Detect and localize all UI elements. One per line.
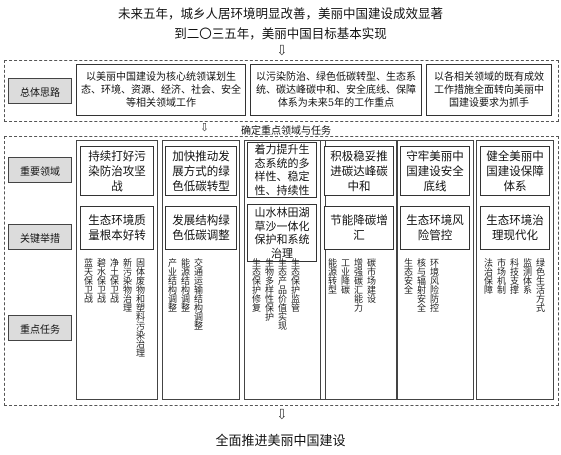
column-2 [162, 140, 240, 400]
task-item: 产业结构调整 [166, 258, 176, 312]
task-item: 绿色生活方式 [534, 258, 544, 312]
measure-box-3: 山水林田湖草沙一体化保护和系统治理 [247, 204, 317, 262]
task-item: 能源结构调整 [179, 258, 189, 312]
main-section [4, 136, 559, 406]
task-item: 科技支撑 [508, 258, 518, 294]
task-item: 蓝天保卫战 [82, 258, 92, 303]
overall-approach-section [4, 60, 559, 122]
measure-box-1: 生态环境质量根本好转 [80, 206, 154, 250]
domain-box-3: 着力提升生态系统的多样性、稳定性、持续性 [247, 142, 317, 198]
header-line-2: 到二〇三五年，美丽中国目标基本实现 [174, 26, 387, 41]
domain-box-4: 积极稳妥推进碳达峰碳中和 [324, 146, 394, 196]
down-arrow-icon: ⇩ [276, 43, 288, 59]
row-label-measures: 关键举措 [8, 224, 72, 250]
task-item: 监测体系 [521, 258, 531, 294]
task-item: 增强碳汇能力 [352, 258, 362, 312]
header-line-1: 未来五年，城乡人居环境明显改善，美丽中国建设成效显著 [117, 6, 443, 21]
approach-box-3: 以各相关领域的既有成效工作措施全面转向美丽中国建设要求为抓手 [426, 64, 552, 116]
column-4 [320, 140, 398, 400]
task-item: 净土保卫战 [108, 258, 118, 303]
task-item: 能源转型 [326, 258, 336, 294]
task-item: 生态保护监管 [289, 258, 299, 312]
row-label-domains: 重要领域 [8, 157, 72, 183]
approach-box-2: 以污染防治、绿色低碳转型、生态系统、碳达峰碳中和、安全底线、保障体系为未来5年的… [250, 64, 422, 116]
column-6 [476, 140, 554, 400]
middle-caption: 确定重点领域与任务 [241, 126, 331, 137]
measure-box-4: 节能降碳增汇 [324, 206, 394, 250]
domain-box-1: 持续打好污染防治攻坚战 [80, 146, 154, 196]
column-5 [396, 140, 474, 400]
bottom-conclusion: 全面推进美丽中国建设 [215, 434, 346, 449]
measure-box-6: 生态环境治理现代化 [480, 206, 550, 250]
task-item: 法治保障 [482, 258, 492, 294]
domain-box-5: 守牢美丽中国建设安全底线 [400, 146, 470, 196]
measure-box-5: 生态环境风险管控 [400, 206, 470, 250]
row-label-overall: 总体思路 [8, 78, 72, 104]
column-1 [76, 140, 158, 400]
task-item: 交通运输结构调整 [192, 258, 202, 330]
task-item: 生态安全 [402, 258, 412, 294]
measure-box-2: 发展结构绿色低碳调整 [165, 206, 237, 250]
column-3 [244, 140, 326, 400]
task-item: 生态保护修复 [250, 258, 260, 312]
down-arrow-small-icon: ⇩ [200, 121, 210, 134]
task-item: 生态产品价值实现 [276, 258, 286, 330]
task-item: 碳市场建设 [365, 258, 375, 303]
task-item: 碧水保卫战 [95, 258, 105, 303]
task-item: 核与辐射安全 [415, 258, 425, 312]
task-item: 市场机制 [495, 258, 505, 294]
task-item: 生物多样性保护 [263, 258, 273, 321]
domain-box-2: 加快推动发展方式的绿色低碳转型 [165, 146, 237, 196]
approach-box-1: 以美丽中国建设为核心统领谋划生态、环境、资源、经济、社会、安全等相关领域工作 [76, 64, 246, 116]
task-item: 工业降碳 [339, 258, 349, 294]
down-arrow-bottom-icon: ⇩ [276, 407, 288, 423]
task-item: 固体废物和塑料污染治理 [134, 258, 144, 357]
domain-box-6: 健全美丽中国建设保障体系 [480, 146, 550, 196]
row-label-tasks: 重点任务 [8, 315, 72, 341]
task-item: 环境风险防控 [428, 258, 438, 312]
task-item: 新污染物治理 [121, 258, 131, 312]
